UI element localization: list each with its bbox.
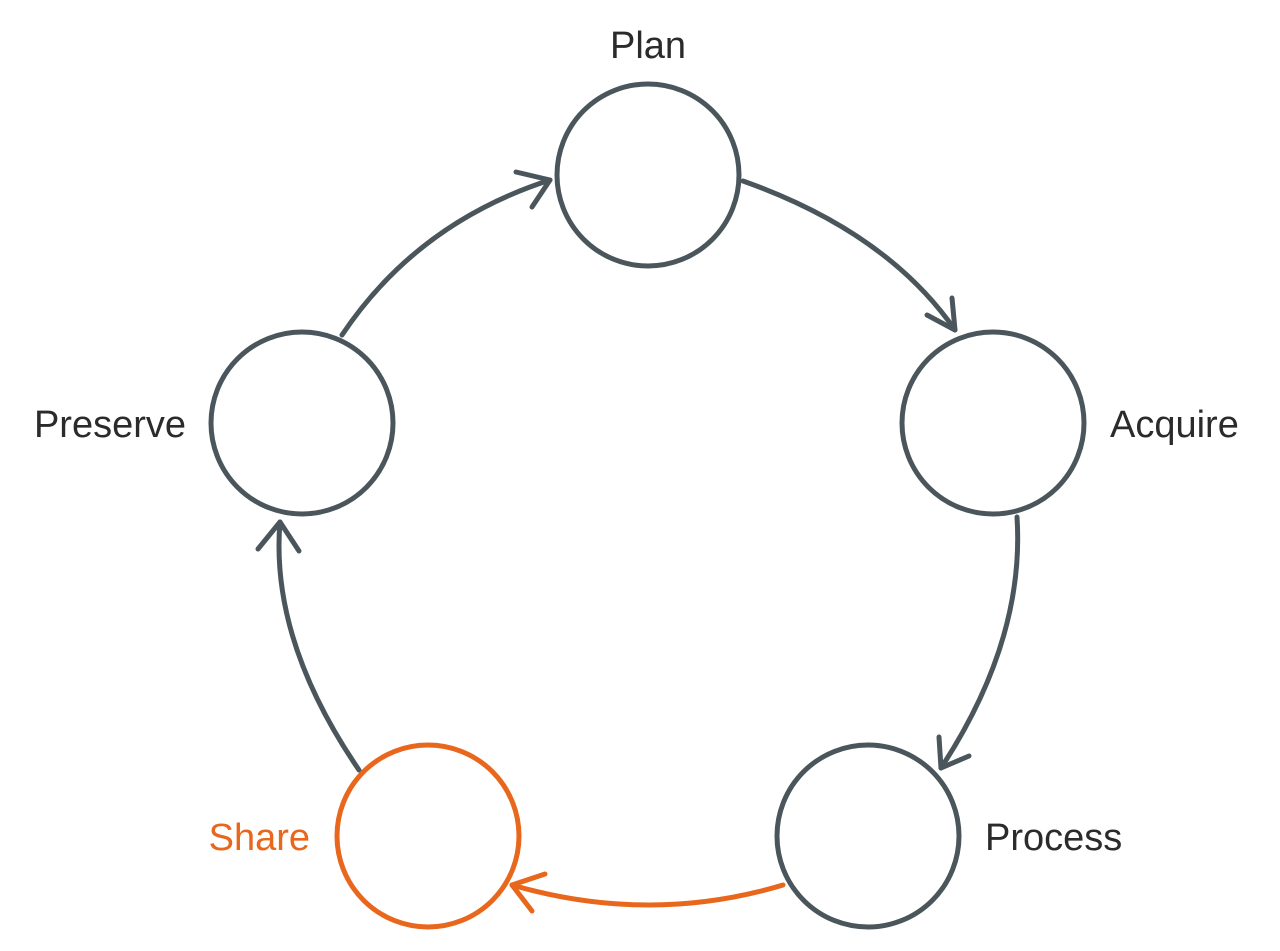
flow-plan-to-acquire	[740, 178, 958, 333]
stage-ring-share[interactable]	[334, 742, 522, 930]
stage-label-acquire: Acquire	[1110, 404, 1239, 446]
stage-label-preserve: Preserve	[34, 404, 186, 446]
stage-label-plan: Plan	[610, 25, 686, 67]
flow-arc	[740, 178, 958, 333]
stage-ring-acquire[interactable]	[899, 329, 1087, 517]
stage-label-share: Share	[209, 817, 310, 859]
stage-ring-process[interactable]	[774, 742, 962, 930]
flow-arc	[509, 882, 786, 908]
flow-arc	[276, 519, 362, 773]
stage-rings	[208, 81, 1087, 930]
flow-arrowhead	[255, 519, 302, 554]
flow-arc	[339, 177, 553, 338]
flow-arrowhead	[509, 871, 548, 914]
stage-label-process: Process	[985, 817, 1122, 859]
flow-arc	[938, 514, 1021, 771]
flow-preserve-to-plan	[339, 169, 553, 338]
stage-labels: Plan Acquire Process Share Preserve	[34, 25, 1239, 859]
flow-arrowhead	[936, 734, 972, 771]
stage-ring-plan[interactable]	[554, 81, 742, 269]
flow-process-to-share	[509, 871, 786, 914]
flow-arrowhead	[924, 295, 958, 333]
flow-arrowhead	[513, 169, 553, 210]
stage-ring-preserve[interactable]	[208, 329, 396, 517]
flow-acquire-to-process	[936, 514, 1021, 771]
flow-arrows	[255, 169, 1021, 914]
flow-share-to-preserve	[255, 519, 362, 773]
